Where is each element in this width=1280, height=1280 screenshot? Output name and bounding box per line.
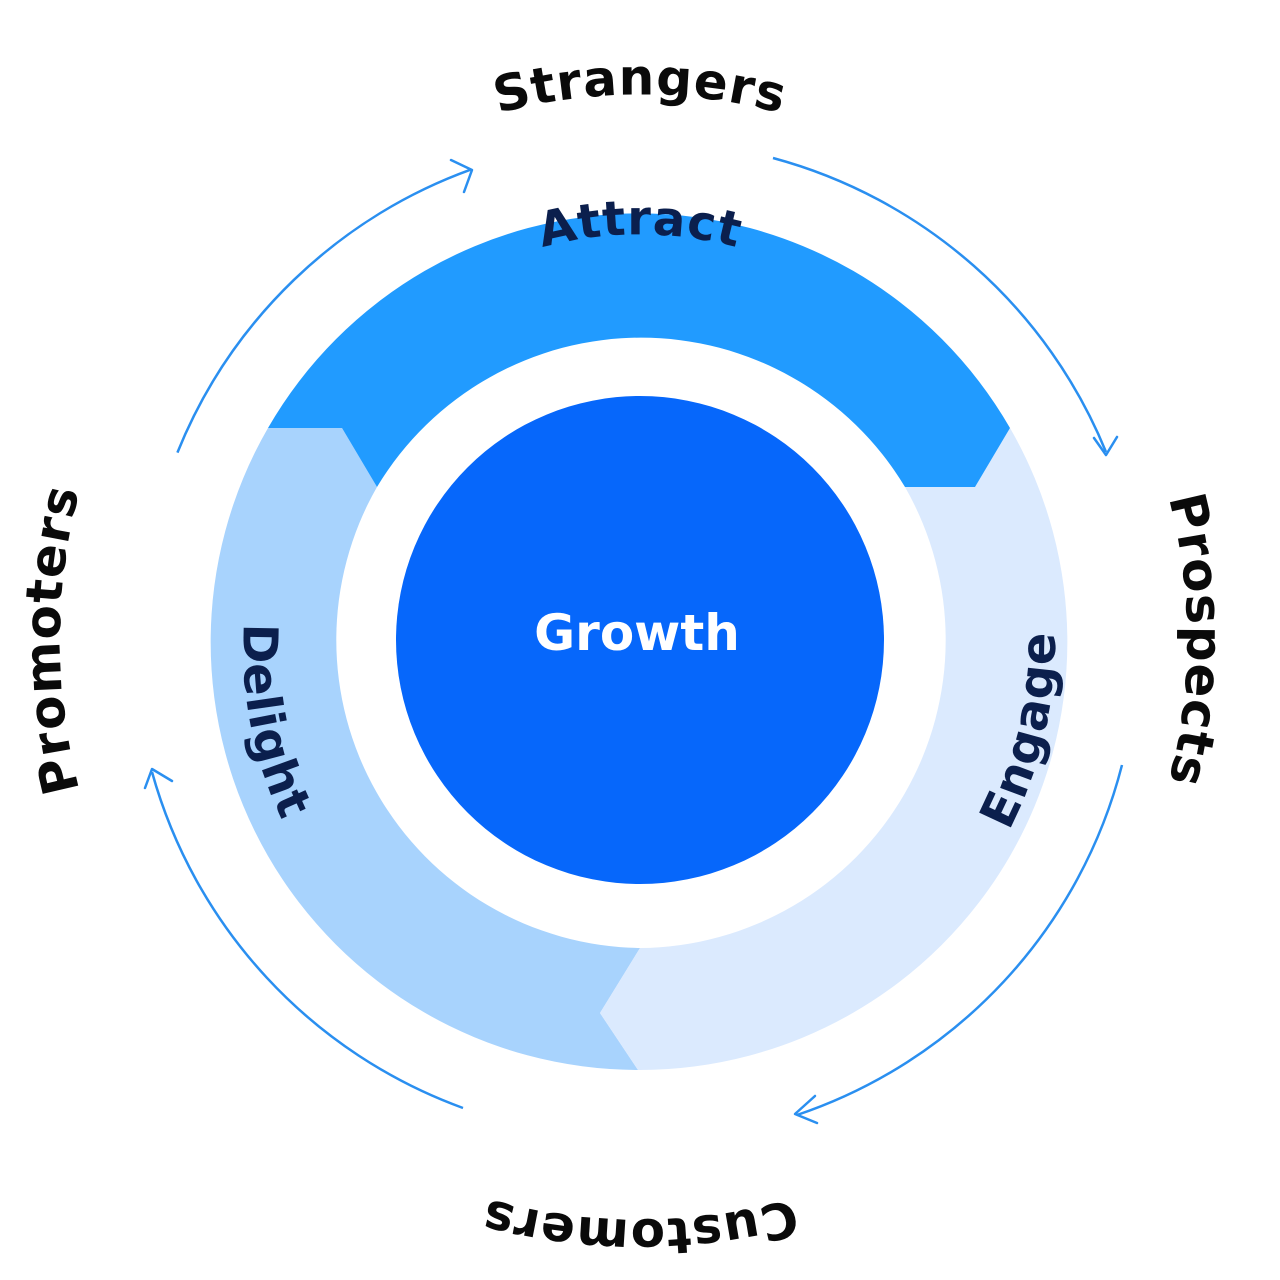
engage-segment bbox=[600, 428, 1068, 1071]
delight-segment bbox=[210, 428, 641, 1070]
svg-text:Prospects: Prospects bbox=[1157, 487, 1233, 793]
promoters-to-strangers-arc bbox=[176, 168, 472, 454]
label-customers: Customers bbox=[476, 1187, 803, 1265]
arrow-head-icon bbox=[143, 767, 174, 790]
ring bbox=[210, 213, 1068, 1071]
label-promoters: Promoters bbox=[13, 479, 90, 800]
strangers-to-prospects-arc bbox=[772, 156, 1108, 453]
label-strangers: Strangers bbox=[488, 48, 792, 124]
cycle-arrows bbox=[143, 156, 1124, 1125]
svg-text:Customers: Customers bbox=[476, 1187, 804, 1265]
customers-to-promoters-arc bbox=[150, 771, 464, 1110]
svg-text:Promoters: Promoters bbox=[13, 479, 91, 800]
arrow-head-icon bbox=[449, 158, 474, 194]
label-growth: Growth bbox=[534, 604, 740, 662]
label-prospects: Prospects bbox=[1157, 487, 1232, 793]
arrow-head-icon bbox=[1092, 435, 1119, 457]
attract-segment bbox=[268, 213, 1010, 488]
arrow-head-icon bbox=[793, 1094, 819, 1125]
prospects-to-customers-arc bbox=[796, 764, 1124, 1117]
growth-circle bbox=[396, 396, 884, 884]
svg-text:Strangers: Strangers bbox=[488, 48, 793, 124]
